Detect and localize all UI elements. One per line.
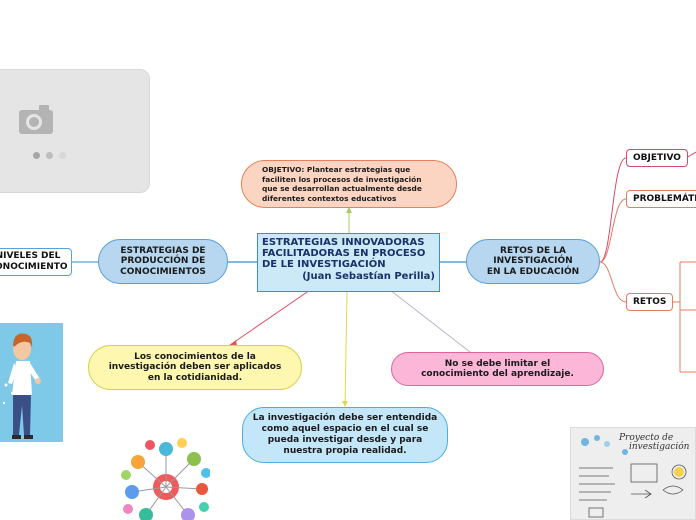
project-title-line: investigación [629, 442, 690, 453]
connector-arrowhead [346, 207, 352, 213]
carousel-dot [46, 152, 53, 159]
left-subtopic-tag[interactable]: NIVELES DEL CONOCIMIENTO [0, 248, 72, 276]
subtopic-objetivo[interactable]: OBJETIVO [626, 149, 688, 167]
connector-central-bottom-center [344, 291, 348, 407]
subtopic-problematica[interactable]: PROBLEMÁTI [626, 190, 696, 208]
connector-retos-branches [670, 261, 696, 373]
person-illustration [0, 323, 63, 442]
camera-icon [19, 105, 53, 134]
central-title-line: DE LE INVESTIGACIÓN [262, 259, 386, 271]
subtopic-problematica-label: PROBLEMÁTI [633, 194, 696, 204]
connector-arrowhead [230, 340, 237, 346]
subtopic-retos[interactable]: RETOS [626, 293, 674, 311]
project-sketch-doodles [579, 435, 687, 518]
research-space-text: La investigación debe ser entendida como… [252, 412, 438, 457]
left-topic-text: ESTRATEGIAS DE PRODUCCIÓN DE CONOCIMIENT… [120, 245, 206, 277]
carousel-dot [59, 152, 66, 159]
person-figure [2, 333, 41, 439]
left-tag-line: CONOCIMIENTO [0, 261, 68, 272]
subtopic-objetivo-label: OBJETIVO [633, 153, 681, 163]
connector-central-bottom-left [229, 289, 311, 346]
left-topic-node[interactable]: ESTRATEGIAS DE PRODUCCIÓN DE CONOCIMIENT… [98, 239, 228, 284]
applied-knowledge-text: Los conocimientos de la investigación de… [108, 351, 282, 383]
right-topic-text: RETOS DE LA INVESTIGACIÓN EN LA EDUCACIÓ… [486, 245, 580, 277]
objective-node[interactable]: OBJETIVO: Plantear estrategias que facil… [241, 160, 457, 208]
network-icons-illustration [121, 438, 210, 520]
objective-text: OBJETIVO: Plantear estrategias que facil… [262, 165, 422, 203]
carousel-dot [33, 152, 40, 159]
connector-central-bottom-right [389, 289, 471, 353]
connector-arrowhead [342, 401, 348, 407]
right-topic-node[interactable]: RETOS DE LA INVESTIGACIÓN EN LA EDUCACIÓ… [466, 239, 600, 284]
no-limit-text: No se debe limitar el conocimiento del a… [421, 358, 574, 379]
research-space-node[interactable]: La investigación debe ser entendida como… [242, 407, 448, 463]
connector-right-problematica [599, 198, 627, 263]
subtopic-retos-label: RETOS [633, 297, 667, 307]
project-sketch-image: Proyecto de investigación [570, 427, 696, 520]
project-sketch-title: Proyecto de investigación [619, 433, 690, 453]
central-author: (Juan Sebastían Perilla) [302, 270, 435, 282]
central-topic[interactable]: ESTRATEGIAS INNOVADORAS FACILITADORAS EN… [257, 233, 440, 292]
image-placeholder-card[interactable] [0, 69, 150, 193]
project-title-line: Proyecto de [619, 433, 674, 443]
applied-knowledge-node[interactable]: Los conocimientos de la investigación de… [88, 345, 302, 390]
no-limit-node[interactable]: No se debe limitar el conocimiento del a… [391, 352, 604, 386]
connector-right-objetivo [599, 157, 627, 263]
connector-right-retos [599, 261, 627, 303]
central-title-line: FACILITADORAS EN PROCESO [262, 248, 426, 260]
left-tag-line: NIVELES DEL [0, 251, 61, 261]
central-title-line: ESTRATEGIAS INNOVADORAS [262, 237, 425, 248]
